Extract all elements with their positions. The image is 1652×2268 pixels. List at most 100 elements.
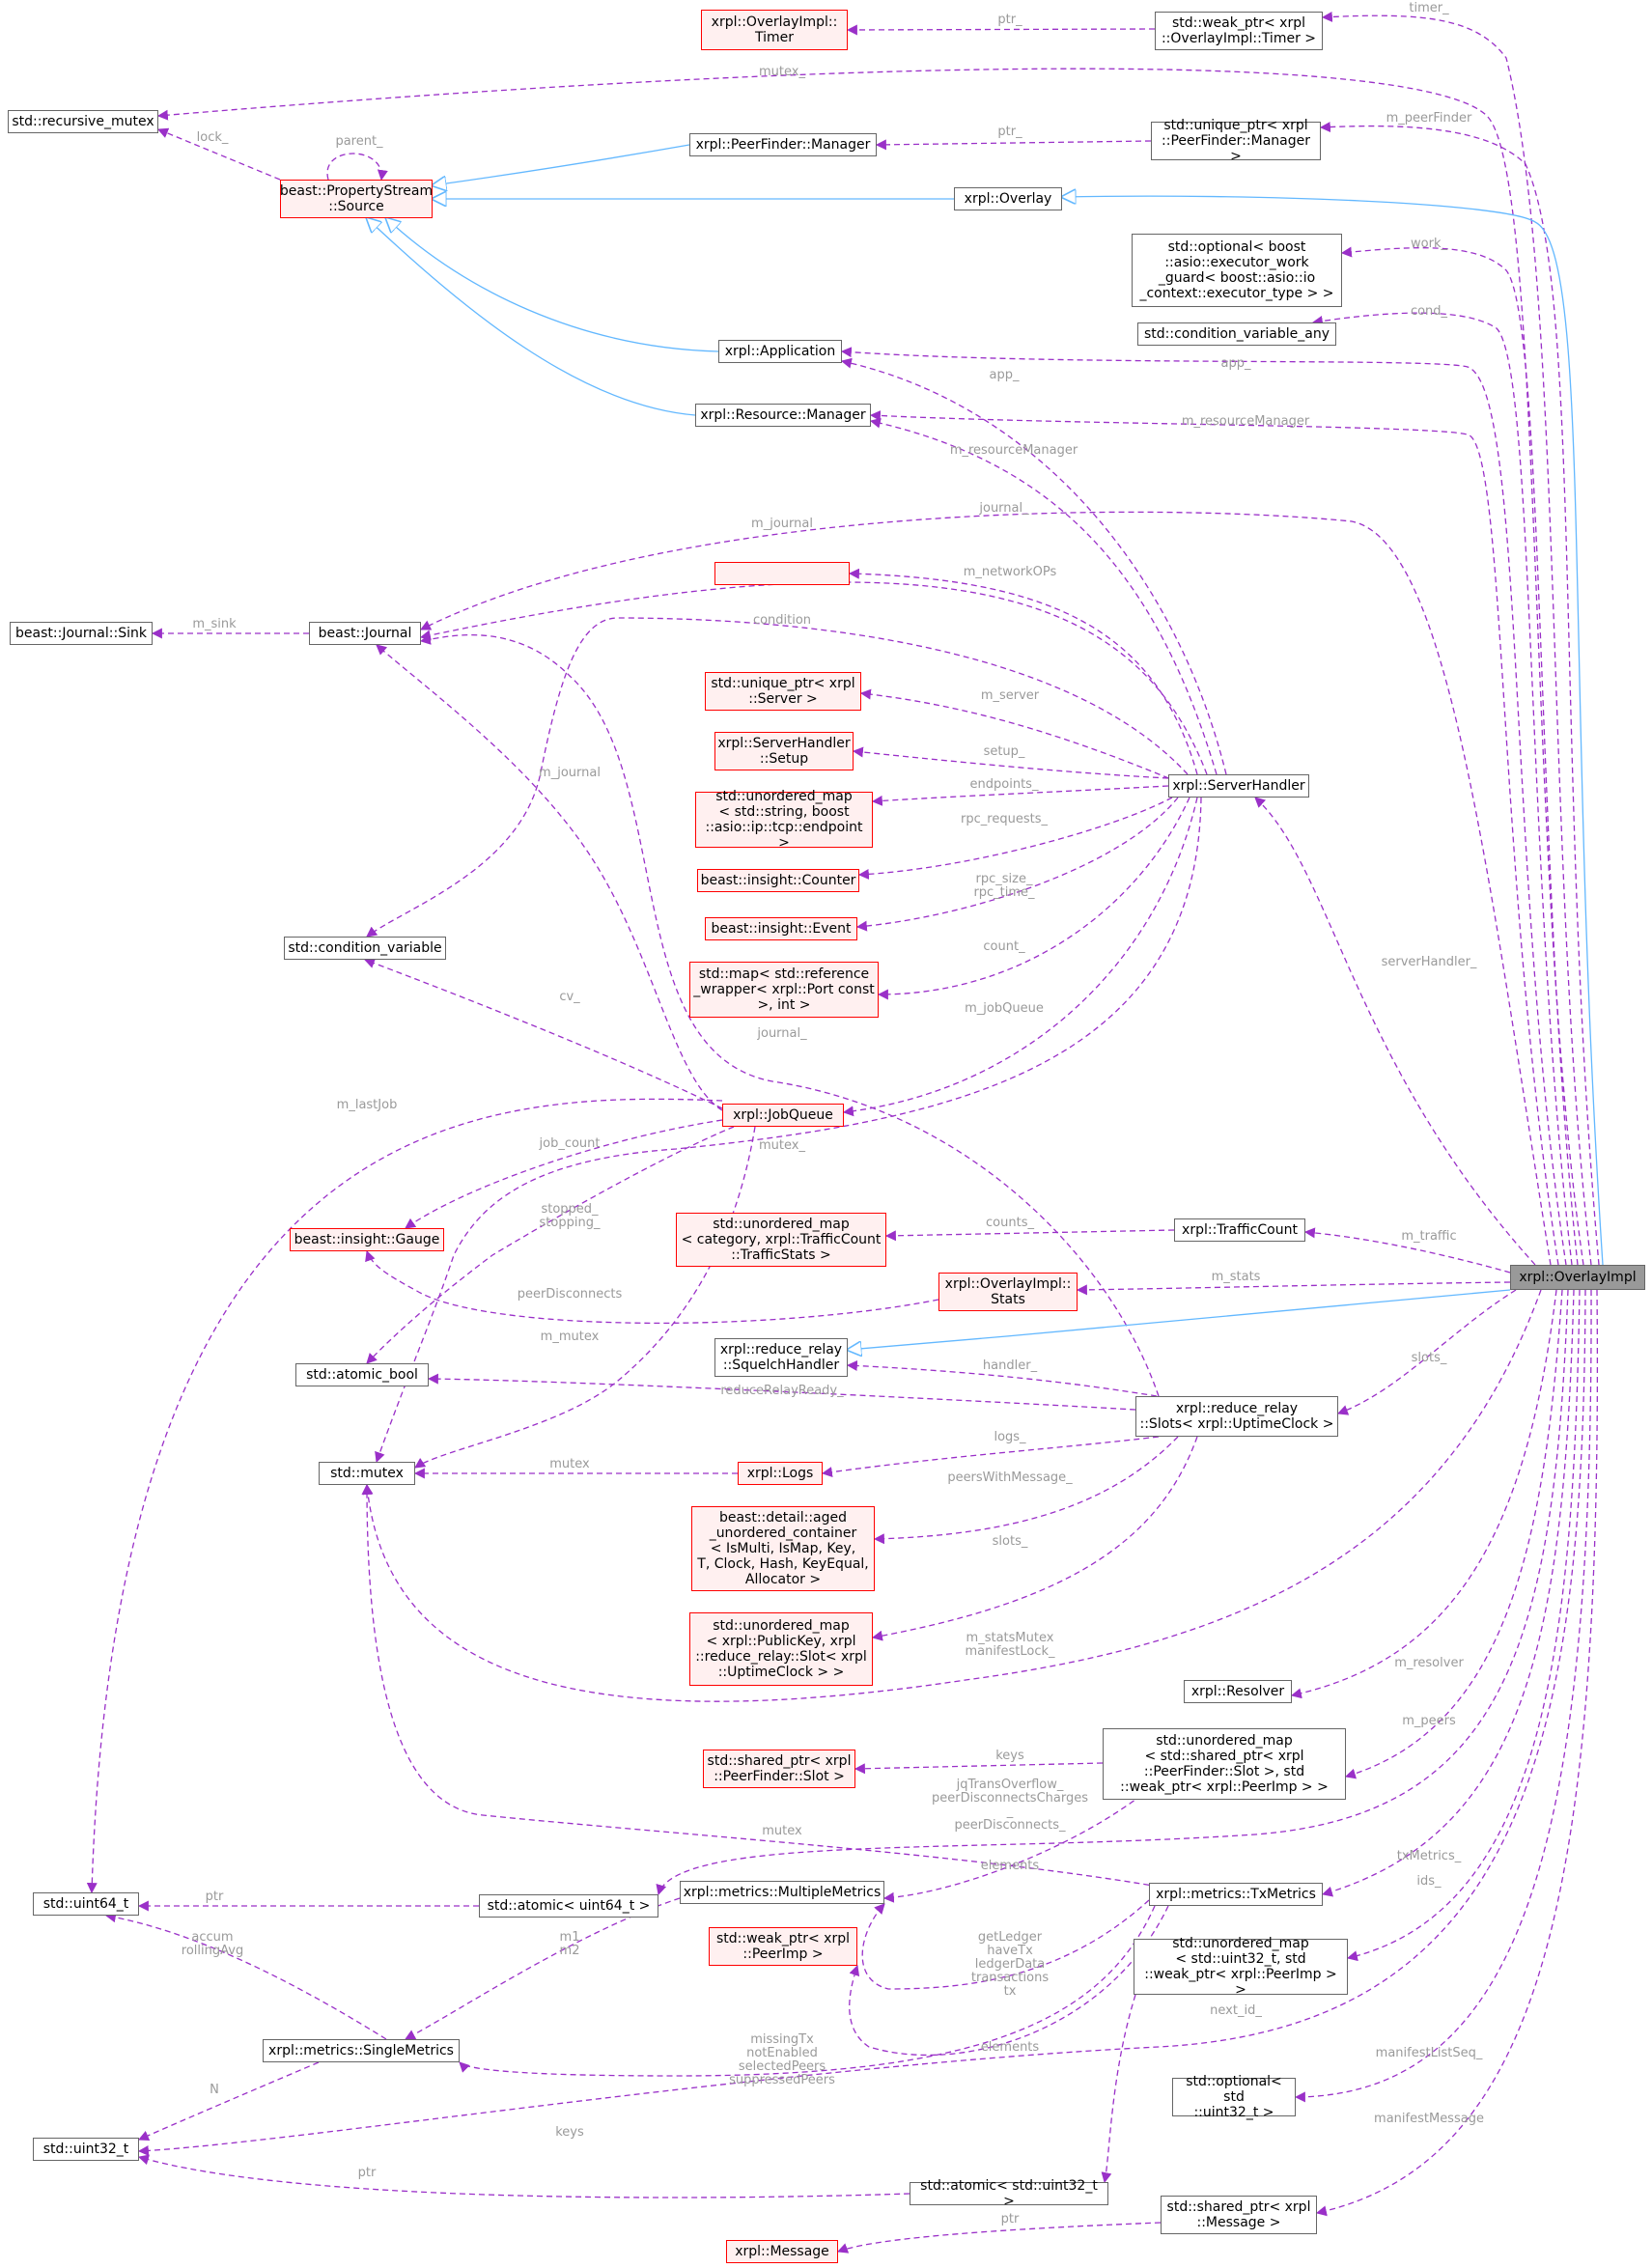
node-logs[interactable]: xrpl::Logs <box>738 1462 823 1485</box>
node-optional-uint32[interactable]: std::optional< std ::uint32_t > <box>1172 2074 1296 2120</box>
inheritance-edge-7 <box>433 144 690 185</box>
node-message[interactable]: xrpl::Message <box>726 2240 838 2263</box>
node-recursive-mutex[interactable]: std::recursive_mutex <box>8 110 158 133</box>
node-weak-ptr-peer-imp[interactable]: std::weak_ptr< xrpl ::PeerImp > <box>709 1927 857 1966</box>
member-edge-27 <box>855 797 1179 932</box>
member-edge-69 <box>1101 1994 1136 2184</box>
node-insight-event[interactable]: beast::insight::Event <box>705 917 857 940</box>
node-insight-gauge[interactable]: beast::insight::Gauge <box>290 1228 444 1251</box>
edge-label-handler-: handler_ <box>983 1358 1038 1373</box>
member-edge-26 <box>857 797 1173 880</box>
member-edge-44 <box>846 1359 1158 1397</box>
node-unordered-map-uint32[interactable]: std::unordered_map < std::uint32_t, std … <box>1134 1936 1348 1998</box>
node-uint32[interactable]: std::uint32_t <box>33 2138 139 2161</box>
member-edge-29 <box>842 797 1198 1117</box>
member-edge-47 <box>821 1436 1160 1478</box>
edge-label-serverHandler-: serverHandler_ <box>1382 955 1477 969</box>
node-shared-ptr-message[interactable]: std::shared_ptr< xrpl ::Message > <box>1161 2196 1317 2234</box>
edge-label-m-resourceManager-sh: m_resourceManager <box>950 443 1078 458</box>
node-overlay-impl-timer[interactable]: xrpl::OverlayImpl:: Timer <box>701 10 848 50</box>
node-overlay-impl[interactable]: xrpl::OverlayImpl <box>1510 1265 1645 1290</box>
member-edge-54 <box>854 1762 1104 1775</box>
node-journal[interactable]: beast::Journal <box>309 622 421 645</box>
node-std-mutex[interactable]: std::mutex <box>319 1462 415 1485</box>
node-journal-sink[interactable]: beast::Journal::Sink <box>10 622 153 645</box>
member-edge-64 <box>849 1905 1169 2057</box>
member-edge-65 <box>459 1905 1156 2077</box>
node-multiple-metrics[interactable]: xrpl::metrics::MultipleMetrics <box>680 1881 884 1904</box>
node-squelch-handler[interactable]: xrpl::reduce_relay ::SquelchHandler <box>714 1338 848 1377</box>
node-unique-ptr-server[interactable]: std::unique_ptr< xrpl ::Server > <box>705 672 861 711</box>
node-network-o-ps[interactable] <box>714 562 850 585</box>
node-weak-ptr-timer[interactable]: std::weak_ptr< xrpl ::OverlayImpl::Timer… <box>1155 12 1323 50</box>
member-edge-42 <box>414 1126 756 1469</box>
node-application[interactable]: xrpl::Application <box>718 340 842 363</box>
node-job-queue[interactable]: xrpl::JobQueue <box>722 1104 844 1127</box>
edge-label-lock-: lock_ <box>197 130 229 145</box>
node-server-handler-setup[interactable]: xrpl::ServerHandler ::Setup <box>714 732 854 770</box>
member-edge-68 <box>137 2061 320 2142</box>
node-optional-executor[interactable]: std::optional< boost ::asio::executor_wo… <box>1132 234 1342 307</box>
node-condition-variable-any[interactable]: std::condition_variable_any <box>1137 322 1336 346</box>
node-insight-counter[interactable]: beast::insight::Counter <box>697 869 859 892</box>
member-edge-34 <box>86 1098 723 1894</box>
member-edge-62 <box>405 1897 681 2040</box>
edge-label-counts-: counts_ <box>986 1216 1034 1230</box>
edge-label-keys-uint32: keys <box>555 2125 584 2140</box>
edge-label-m-sink: m_sink <box>192 617 237 631</box>
edge-label-m-journal-jq: m_journal <box>539 766 601 780</box>
edge-label-app-sh: app_ <box>990 368 1020 382</box>
node-unique-ptr-peer-finder[interactable]: std::unique_ptr< xrpl ::PeerFinder::Mana… <box>1151 118 1321 164</box>
node-condition-variable[interactable]: std::condition_variable <box>284 937 446 960</box>
node-uint64[interactable]: std::uint64_t <box>33 1892 139 1916</box>
edge-label-elements-top: elements <box>981 1859 1040 1873</box>
node-tx-metrics[interactable]: xrpl::metrics::TxMetrics <box>1149 1883 1323 1906</box>
inheritance-edge-43 <box>848 1289 1511 1350</box>
member-edge-63 <box>861 1899 1150 1990</box>
member-edge-46 <box>1336 1289 1517 1415</box>
node-overlay-impl-stats[interactable]: xrpl::OverlayImpl:: Stats <box>938 1273 1078 1311</box>
member-edge-25 <box>871 785 1169 806</box>
member-edge-2 <box>156 68 1584 1266</box>
node-slots-uptime-clock[interactable]: xrpl::reduce_relay ::Slots< xrpl::Uptime… <box>1135 1396 1338 1437</box>
member-edge-23 <box>859 688 1179 783</box>
member-edge-33 <box>1254 797 1536 1266</box>
node-traffic-count[interactable]: xrpl::TrafficCount <box>1174 1218 1305 1242</box>
node-aged-unordered-container[interactable]: beast::detail::aged _unordered_container… <box>691 1506 875 1591</box>
member-edge-72 <box>836 2222 1162 2254</box>
node-atomic-uint32[interactable]: std::atomic< std::uint32_t > <box>910 2178 1108 2209</box>
member-edge-22 <box>366 617 1189 938</box>
node-single-metrics[interactable]: xrpl::metrics::SingleMetrics <box>263 2039 460 2062</box>
node-peer-finder-manager[interactable]: xrpl::PeerFinder::Manager <box>689 133 877 156</box>
edge-label-cond-: cond_ <box>1411 304 1448 319</box>
member-edge-38 <box>884 1229 1175 1242</box>
node-unordered-map-public-key[interactable]: std::unordered_map < xrpl::PublicKey, xr… <box>689 1612 873 1686</box>
node-unordered-map-traffic-stats[interactable]: std::unordered_map < category, xrpl::Tra… <box>676 1213 886 1267</box>
node-resolver[interactable]: xrpl::Resolver <box>1184 1680 1292 1703</box>
edge-label-m-jobQueue: m_jobQueue <box>965 1001 1044 1016</box>
edge-label-m-peers: m_peers <box>1402 1714 1456 1728</box>
node-resource-manager[interactable]: xrpl::Resource::Manager <box>695 404 871 427</box>
node-unordered-map-endpoint[interactable]: std::unordered_map < std::string, boost … <box>695 789 873 851</box>
node-property-source[interactable]: beast::PropertyStream ::Source <box>280 180 433 218</box>
edge-label-keys-slot: keys <box>995 1749 1024 1763</box>
node-unordered-map-shared-ptr-slot[interactable]: std::unordered_map < std::shared_ptr< xr… <box>1103 1728 1346 1800</box>
member-edge-11 <box>1311 312 1573 1266</box>
node-server-handler[interactable]: xrpl::ServerHandler <box>1168 774 1309 798</box>
member-edge-45 <box>427 1373 1136 1411</box>
member-edge-3 <box>156 127 281 181</box>
node-atomic-bool[interactable]: std::atomic_bool <box>295 1363 429 1386</box>
inheritance-edge-9 <box>1062 196 1604 1266</box>
member-edge-71 <box>1315 1289 1599 2217</box>
node-overlay[interactable]: xrpl::Overlay <box>954 187 1062 210</box>
member-edge-61 <box>104 1912 387 2040</box>
edge-label-m-server: m_server <box>981 688 1040 703</box>
edge-label-ids-: ids_ <box>1416 1874 1442 1889</box>
node-map-port-const[interactable]: std::map< std::reference _wrapper< xrpl:… <box>689 962 879 1018</box>
node-shared-ptr-peer-finder-slot[interactable]: std::shared_ptr< xrpl ::PeerFinder::Slot… <box>703 1750 855 1788</box>
node-atomic-uint64[interactable]: std::atomic< uint64_t > <box>479 1894 658 1918</box>
